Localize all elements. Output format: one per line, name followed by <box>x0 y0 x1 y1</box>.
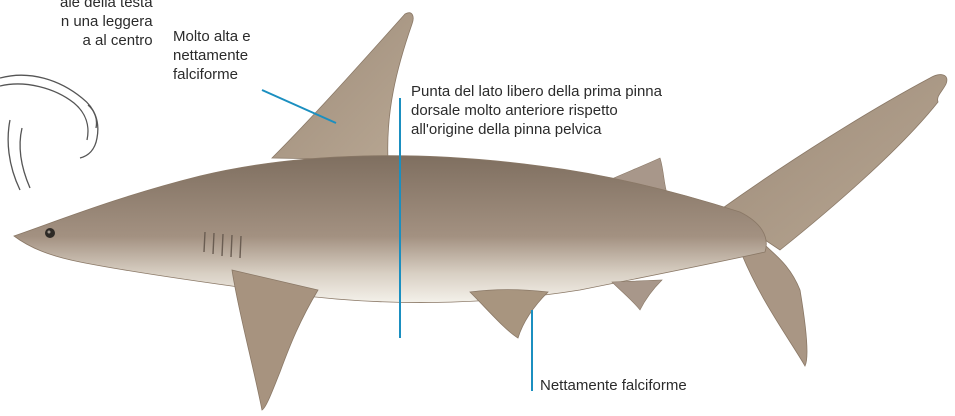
dorsal-fin-note-line-2: nettamente <box>173 46 251 65</box>
pelvic-fin-note-line-1: Nettamente falciforme <box>540 376 687 395</box>
pectoral-fin <box>232 270 318 410</box>
dorsal-fin-note-line-3: falciforme <box>173 65 251 84</box>
anal-fin <box>612 280 662 310</box>
caudal-fin-lower-lobe <box>740 245 807 366</box>
dorsal-fin-note: Molto alta e nettamente falciforme <box>173 27 251 84</box>
pelvic-fin-note: Nettamente falciforme <box>540 376 687 395</box>
head-note-line-3: a al centro <box>60 31 153 50</box>
free-tip-note-line-2: dorsale molto anteriore rispetto <box>411 101 662 120</box>
head-sketch <box>0 75 98 190</box>
head-note-line-2: n una leggera <box>60 12 153 31</box>
dorsal-fin-note-line-1: Molto alta e <box>173 27 251 46</box>
pelvic-fin <box>470 290 548 338</box>
head-note-line-1: ale della testa <box>60 0 153 12</box>
head-note: ale della testa n una leggera a al centr… <box>60 0 153 50</box>
free-tip-note-line-1: Punta del lato libero della prima pinna <box>411 82 662 101</box>
free-tip-note: Punta del lato libero della prima pinna … <box>411 82 662 139</box>
free-tip-note-line-3: all'origine della pinna pelvica <box>411 120 662 139</box>
first-dorsal-fin <box>272 13 413 160</box>
